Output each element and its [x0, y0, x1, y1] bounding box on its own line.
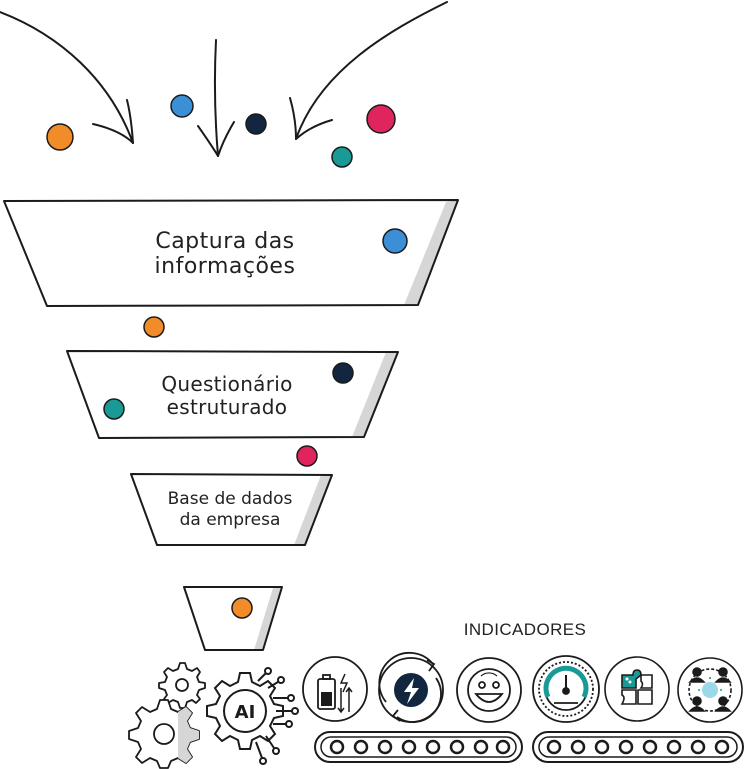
dot-orange	[231, 597, 253, 619]
dot-pink	[296, 445, 318, 467]
stage-label-line: estruturado	[166, 395, 288, 419]
stage-label-questionario: Questionário estruturado	[112, 373, 342, 419]
dot-blue	[170, 94, 194, 118]
team-idea-icon	[677, 657, 743, 723]
battery-charging-icon	[302, 656, 368, 722]
funnel-spout	[183, 586, 283, 651]
dot-blue	[382, 228, 408, 254]
ai-chip-icon	[206, 667, 299, 765]
speedometer-icon	[532, 655, 600, 723]
arrow-left-head	[92, 99, 134, 144]
conveyor-belt-2	[532, 731, 744, 763]
dot-teal	[103, 398, 125, 420]
dot-navy	[332, 362, 354, 384]
dot-orange	[46, 123, 74, 151]
gear-icon	[128, 699, 200, 769]
funnel-stage-1	[3, 199, 459, 307]
conveyor-belt-1	[314, 731, 523, 763]
smiley-icon	[456, 657, 522, 723]
dot-orange	[143, 316, 165, 338]
gear-icon	[158, 662, 206, 709]
ai-chip-label: AI	[235, 702, 256, 723]
arrow-right	[295, 1, 448, 140]
stage-label-line: informações	[154, 254, 296, 280]
arrow-left	[0, 11, 134, 144]
dot-pink	[366, 104, 396, 134]
dot-navy	[245, 113, 267, 135]
stage-label-line: Questionário	[161, 372, 293, 396]
puzzle-icon	[604, 656, 670, 722]
stage-label-line: da empresa	[179, 510, 281, 531]
lightning-cycle-icon	[378, 651, 444, 723]
stage-label-line: Captura das	[155, 229, 295, 254]
stage-label-base-de-dados: Base de dados da empresa	[140, 489, 320, 532]
funnel-stage-3	[130, 473, 333, 546]
funnel-stage-2	[66, 350, 399, 439]
arrow-center	[213, 39, 219, 157]
stage-label-captura: Captura das informações	[110, 229, 340, 280]
dot-teal	[331, 146, 353, 168]
arrow-right-head	[289, 97, 333, 140]
arrow-center-head	[197, 121, 235, 157]
stage-label-line: Base de dados	[167, 489, 293, 509]
indicators-title: INDICADORES	[463, 620, 587, 639]
